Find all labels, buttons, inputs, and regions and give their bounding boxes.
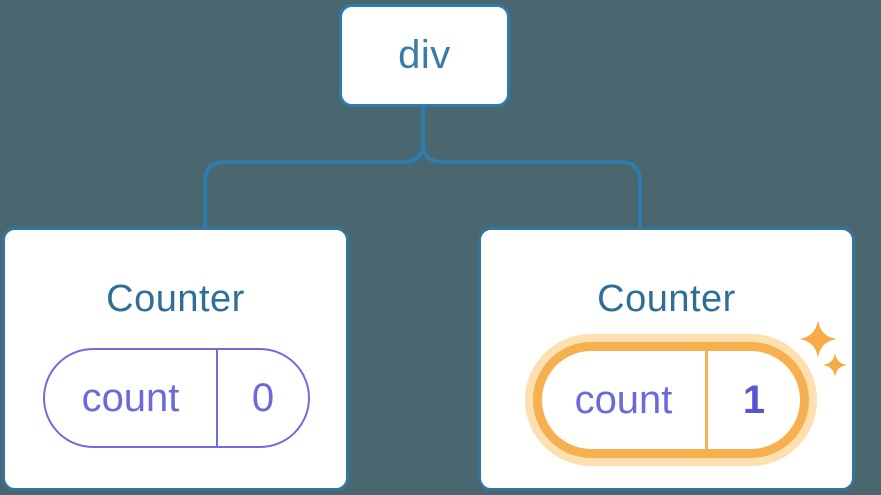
state-pill: count 0 (43, 348, 310, 448)
state-value: 0 (251, 375, 275, 420)
counter-card-right: Counter count 1 (478, 227, 855, 491)
state-pill-highlighted: count 1 (533, 342, 809, 458)
counter-card-left: Counter count 0 (2, 227, 349, 491)
state-name-label: count (45, 350, 218, 446)
state-name-label: count (542, 351, 708, 449)
root-node-div: div (339, 4, 510, 107)
counter-title: Counter (597, 278, 736, 320)
root-node-label: div (398, 33, 451, 77)
counter-title: Counter (106, 278, 245, 320)
state-value: 1 (742, 377, 766, 422)
